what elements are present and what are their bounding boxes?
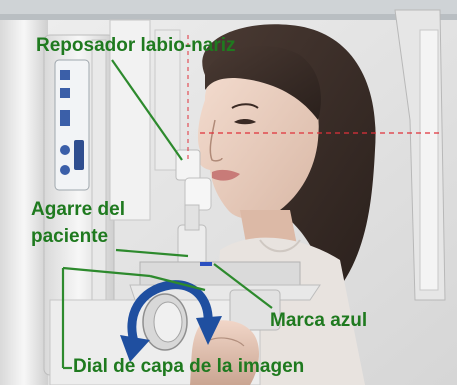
- patient-grip-label-line2: paciente: [31, 226, 109, 247]
- blue-mark-label: Marca azul: [270, 310, 368, 331]
- image-layer-dial-label: Dial de capa de la imagen: [73, 356, 305, 377]
- patient-grip-label-line1: Agarre del: [31, 199, 125, 220]
- lip-nose-rest-label: Reposador labio-nariz: [36, 35, 236, 56]
